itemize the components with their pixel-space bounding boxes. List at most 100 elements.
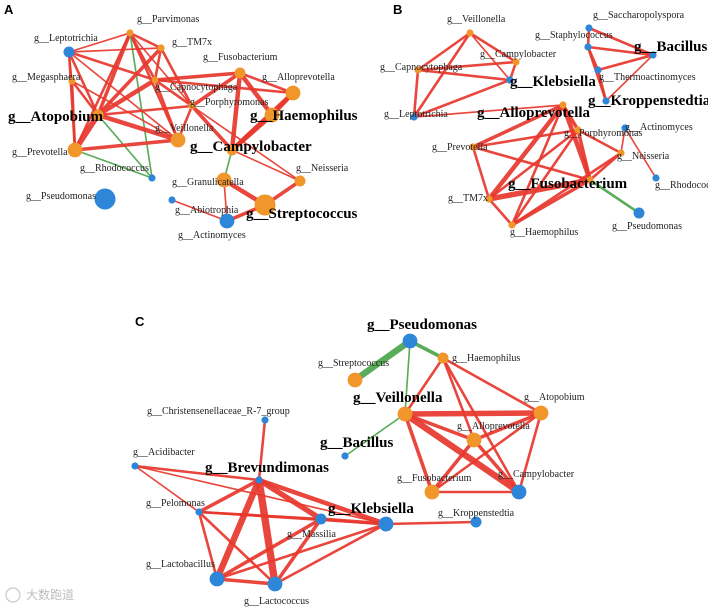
edge-c-pelomonas-lactococcus <box>197 510 277 586</box>
node-c-campylobacter <box>511 484 527 500</box>
node-c-bacillus <box>341 452 349 460</box>
edge-b-veillonella-leptotrichia <box>412 31 472 119</box>
label-b-klebsiella: g__Klebsiella <box>510 74 596 90</box>
node-b-tm7x <box>485 195 493 203</box>
label-c-alloprevotella: g__Alloprevotella <box>457 421 530 432</box>
edge-b-capnocytophaga-leptotrichia <box>412 68 420 119</box>
node-b-neisseria <box>617 149 625 157</box>
node-b-klebsiella <box>506 76 514 84</box>
label-c-atopobium: g__Atopobium <box>524 392 585 403</box>
edge-b-bacillus-thermoactinomyces <box>596 53 655 72</box>
label-a-campylobacter: g__Campylobacter <box>190 139 312 155</box>
node-c-klebsiella <box>378 516 394 532</box>
edge-c-brevundimonas-lactococcus <box>255 476 279 588</box>
node-a-atopobium <box>92 109 104 121</box>
label-a-streptococcus: g__Streptococcus <box>246 206 358 222</box>
label-b-veillonella: g__Veillonella <box>447 14 506 25</box>
label-b-neisseria: g__Neisseria <box>617 151 670 162</box>
edge-b-leptotrichia-alloprevotella <box>413 104 564 118</box>
edge-b-alloprevotella-tm7x <box>486 102 566 202</box>
node-b-staphylococcus <box>584 43 592 51</box>
watermark-logo: 大数跑道 <box>5 587 74 603</box>
node-a-rhodococcus <box>148 174 156 182</box>
label-b-haemophilus: g__Haemophilus <box>510 227 578 238</box>
node-a-parvimonas <box>126 29 134 37</box>
node-c-massilia <box>315 513 327 525</box>
node-c-fusobacterium <box>424 484 440 500</box>
label-a-actinomyces: g__Actinomyces <box>178 230 246 241</box>
edge-b-porphyromonas-fusobacterium <box>576 128 592 182</box>
edge-a-tm7x-atopobium <box>96 46 163 117</box>
edge-c-haemophilus-campylobacter <box>441 356 521 494</box>
label-b-fusobacterium: g__Fusobacterium <box>508 176 628 192</box>
node-c-atopobium <box>533 405 549 421</box>
edge-b-actinomyces-rhodococcus <box>624 127 657 179</box>
edge-c-pelomonas-lactobacillus <box>197 510 219 581</box>
node-a-leptotrichia <box>63 46 75 58</box>
watermark-text: 大数跑道 <box>26 587 74 602</box>
panel-a-label: A <box>4 2 14 17</box>
edge-a-haemophilus-campylobacter <box>229 112 275 153</box>
label-b-capnocytophaga: g__Capnocytophaga <box>380 62 463 73</box>
edge-b-capnocytophaga-klebsiella <box>416 68 512 82</box>
label-c-acidibacter: g__Acidibacter <box>133 447 195 458</box>
edge-a-capnocytophaga-atopobium <box>95 77 158 118</box>
edge-a-fusobacterium-alloprevotella <box>238 71 295 95</box>
label-a-haemophilus: g__Haemophilus <box>250 108 358 124</box>
node-c-lactobacillus <box>209 571 225 587</box>
label-b-saccharopolyspora: g__Saccharopolyspora <box>593 10 685 21</box>
label-a-leptotrichia: g__Leptotrichia <box>34 33 98 44</box>
label-c-pelomonas: g__Pelomonas <box>146 498 205 509</box>
node-a-megasphaera <box>68 77 76 85</box>
panel-c-label: C <box>135 314 145 329</box>
label-a-megasphaera: g__Megasphaera <box>12 72 81 83</box>
label-b-tm7x: g__TM7x <box>448 193 488 204</box>
edge-a-fusobacterium-haemophilus <box>237 70 275 118</box>
edge-a-capnocytophaga-fusobacterium <box>153 71 242 82</box>
watermark-icon <box>5 587 21 603</box>
edge-c-acidibacter-pelomonas <box>134 465 200 513</box>
label-c-massilia: g__Massilia <box>287 529 336 540</box>
label-a-rhodococcus: g__Rhodococcus <box>80 163 149 174</box>
edges-layer <box>67 26 657 588</box>
edge-b-prevotella-porphyromonas <box>471 128 580 149</box>
node-c-streptococcus <box>347 372 363 388</box>
node-c-veillonella <box>397 406 413 422</box>
node-c-christensenellaceae <box>261 416 269 424</box>
node-c-alloprevotella <box>466 432 482 448</box>
node-c-pseudomonas <box>402 333 418 349</box>
edge-c-veillonella-atopobium <box>402 410 544 417</box>
label-a-granulicatella: g__Granulicatella <box>172 177 244 188</box>
label-c-brevundimonas: g__Brevundimonas <box>205 460 329 476</box>
edge-b-porphyromonas-tm7x <box>487 128 580 201</box>
label-b-bacillus: g__Bacillus <box>634 39 708 55</box>
edge-a-megasphaera-veillonella <box>71 80 179 141</box>
edge-c-brevundimonas-lactobacillus <box>213 476 263 583</box>
node-c-pelomonas <box>195 508 203 516</box>
edge-c-haemophilus-veillonella <box>403 356 445 416</box>
edge-c-brevundimonas-pelomonas <box>197 478 261 514</box>
edge-a-parvimonas-leptotrichia <box>68 32 131 53</box>
label-a-neisseria: g__Neisseria <box>296 163 349 174</box>
edge-c-haemophilus-alloprevotella <box>441 356 476 442</box>
label-b-porphyromonas: g__Porphyromonas <box>564 128 642 139</box>
label-c-kroppenstedtia: g__Kroppenstedtia <box>438 508 515 519</box>
label-b-thermoactinomyces: g__Thermoactinomyces <box>599 72 696 83</box>
edge-c-pseudomonas-veillonella <box>404 340 411 415</box>
edge-b-neisseria-actinomyces <box>620 127 626 154</box>
node-b-kroppenstedtia <box>602 97 610 105</box>
node-c-haemophilus <box>437 352 449 364</box>
node-b-pseudomonas <box>633 207 645 219</box>
edge-c-alloprevotella-fusobacterium <box>430 438 476 494</box>
node-b-leptotrichia <box>410 113 418 121</box>
edge-c-veillonella-fusobacterium <box>403 412 434 494</box>
panel-b-label: B <box>393 2 402 17</box>
label-a-porphyromonas: g__Porphyromonas <box>190 97 268 108</box>
edge-a-megasphaera-prevotella <box>70 79 77 152</box>
label-c-bacillus: g__Bacillus <box>320 435 394 451</box>
node-b-bacillus <box>649 51 657 59</box>
edge-a-abiotrophia-actinomyces <box>171 199 228 222</box>
label-c-klebsiella: g__Klebsiella <box>328 501 414 517</box>
